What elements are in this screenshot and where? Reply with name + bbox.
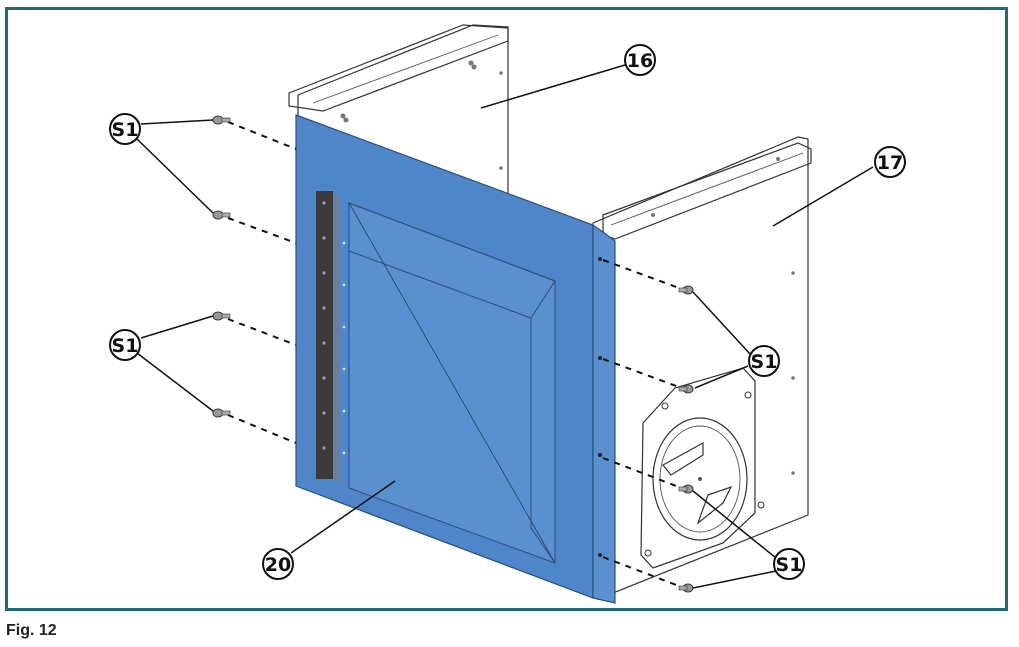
screw-icon bbox=[212, 408, 231, 418]
assembly-diagram: 16 17 20 S1 S1 S1 S1 bbox=[109, 24, 906, 604]
screw-icon bbox=[678, 384, 694, 394]
callout-s1-top-left: S1 bbox=[109, 113, 141, 145]
callout-17-label: 17 bbox=[877, 152, 903, 174]
hinge bbox=[316, 191, 333, 479]
callout-s1-mid-left: S1 bbox=[109, 329, 141, 361]
screw-icon bbox=[212, 115, 231, 125]
callout-s1-label: S1 bbox=[751, 351, 778, 373]
callout-s1-label: S1 bbox=[776, 554, 803, 576]
callout-16-label: 16 bbox=[627, 50, 653, 72]
callout-s1-label: S1 bbox=[112, 335, 139, 357]
screw-icon bbox=[212, 210, 231, 220]
callout-16: 16 bbox=[624, 44, 656, 76]
callout-20-label: 20 bbox=[265, 554, 291, 576]
callout-s1-label: S1 bbox=[112, 119, 139, 141]
figure-caption: Fig. 12 bbox=[6, 622, 57, 639]
screw-icon bbox=[212, 311, 231, 321]
callout-17: 17 bbox=[874, 146, 906, 178]
screw-icon bbox=[678, 583, 694, 593]
leader-lines bbox=[136, 64, 874, 589]
screws-right bbox=[602, 259, 694, 593]
callout-20: 20 bbox=[262, 548, 294, 580]
callout-s1-bottom-right: S1 bbox=[773, 548, 805, 580]
screw-icon bbox=[678, 285, 694, 295]
figure-frame: 16 17 20 S1 S1 S1 S1 bbox=[5, 7, 1008, 611]
screws-left bbox=[212, 115, 297, 444]
callout-s1-mid-right: S1 bbox=[748, 345, 780, 377]
screw-icon bbox=[678, 484, 694, 494]
part-20-panel bbox=[295, 114, 616, 604]
